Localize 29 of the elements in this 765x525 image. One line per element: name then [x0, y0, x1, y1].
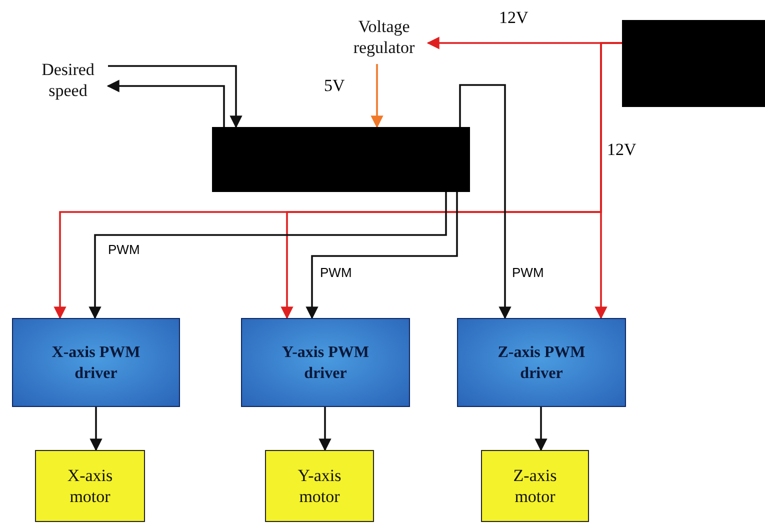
- text-label: Voltage regulator: [352, 16, 416, 58]
- node-label: Y-axis motor: [296, 465, 342, 507]
- edge-label: PWM: [318, 265, 354, 280]
- arrow: [90, 407, 102, 452]
- controller-block: [212, 127, 470, 192]
- motor-box: [35, 450, 145, 522]
- motor-box: [481, 450, 589, 522]
- edge-label: PWM: [510, 265, 546, 280]
- arrow: [370, 64, 384, 128]
- node-label: X-axis PWM driver: [50, 342, 142, 384]
- node-label: X-axis motor: [66, 465, 114, 507]
- driver-box: [241, 318, 410, 407]
- arrow: [318, 407, 332, 452]
- motor-box: [265, 450, 374, 522]
- node-label: Z-axis motor: [512, 465, 558, 507]
- arrow: [106, 80, 225, 127]
- arrow: [306, 192, 458, 320]
- driver-box: [12, 318, 180, 407]
- power-supply-block: [622, 20, 765, 107]
- node-label: Y-axis PWM driver: [281, 342, 370, 384]
- arrow: [594, 42, 622, 320]
- arrow: [534, 407, 548, 452]
- node-label: Z-axis PWM driver: [496, 342, 586, 384]
- driver-box: [457, 318, 626, 407]
- arrow: [108, 65, 242, 128]
- text-label: Desired speed: [40, 59, 96, 101]
- arrow: [88, 192, 447, 320]
- arrow: [459, 84, 512, 320]
- edge-label: PWM: [106, 242, 142, 257]
